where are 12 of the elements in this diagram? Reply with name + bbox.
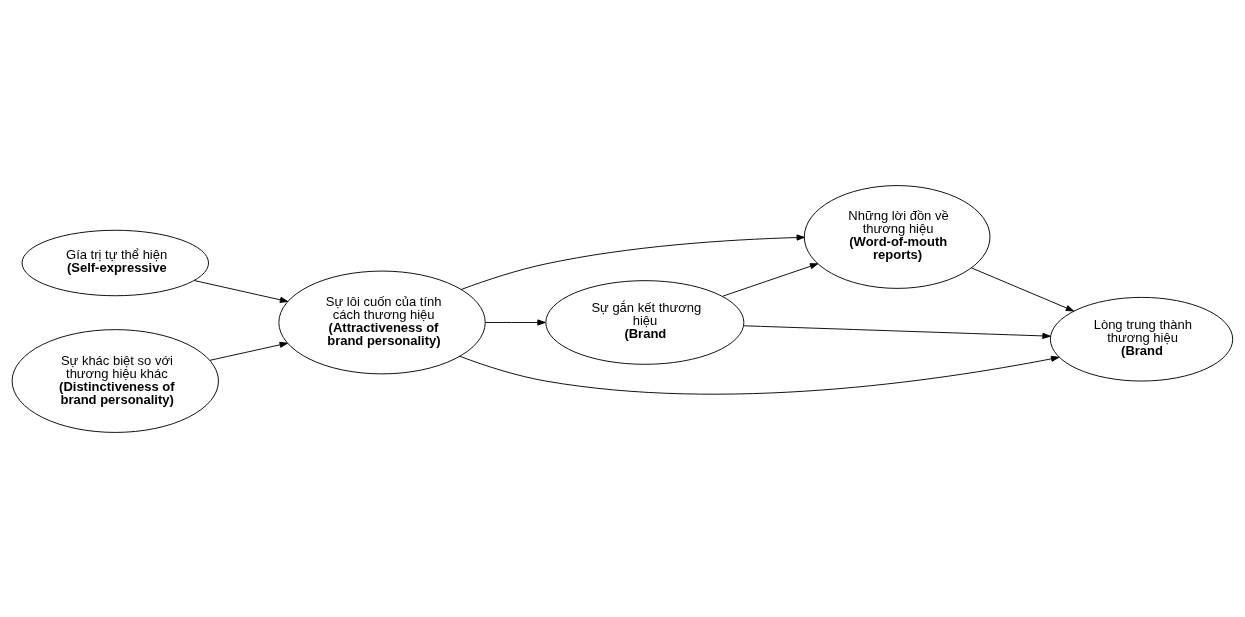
node-ellipse: Sự khác biệt so với thương hiệu khác (Distinctiveness of brand personality): [11, 328, 219, 433]
arrow: [722, 262, 819, 297]
node-ellipse: Sự gắn kết thương hiệu (Brand: [545, 279, 745, 365]
arrow: [743, 324, 1051, 339]
arrow: [209, 341, 288, 361]
node-ellipse: Những lời đồn về thương hiệu (Word-of-mouth reports): [803, 184, 991, 289]
arrow: [193, 279, 289, 303]
arrow: [459, 355, 1060, 395]
arrow: [460, 233, 805, 290]
arrow: [484, 318, 546, 326]
arrow: [971, 266, 1075, 311]
node-ellipse: Gía trị tự thể hiện (Self-expressive: [21, 229, 209, 296]
